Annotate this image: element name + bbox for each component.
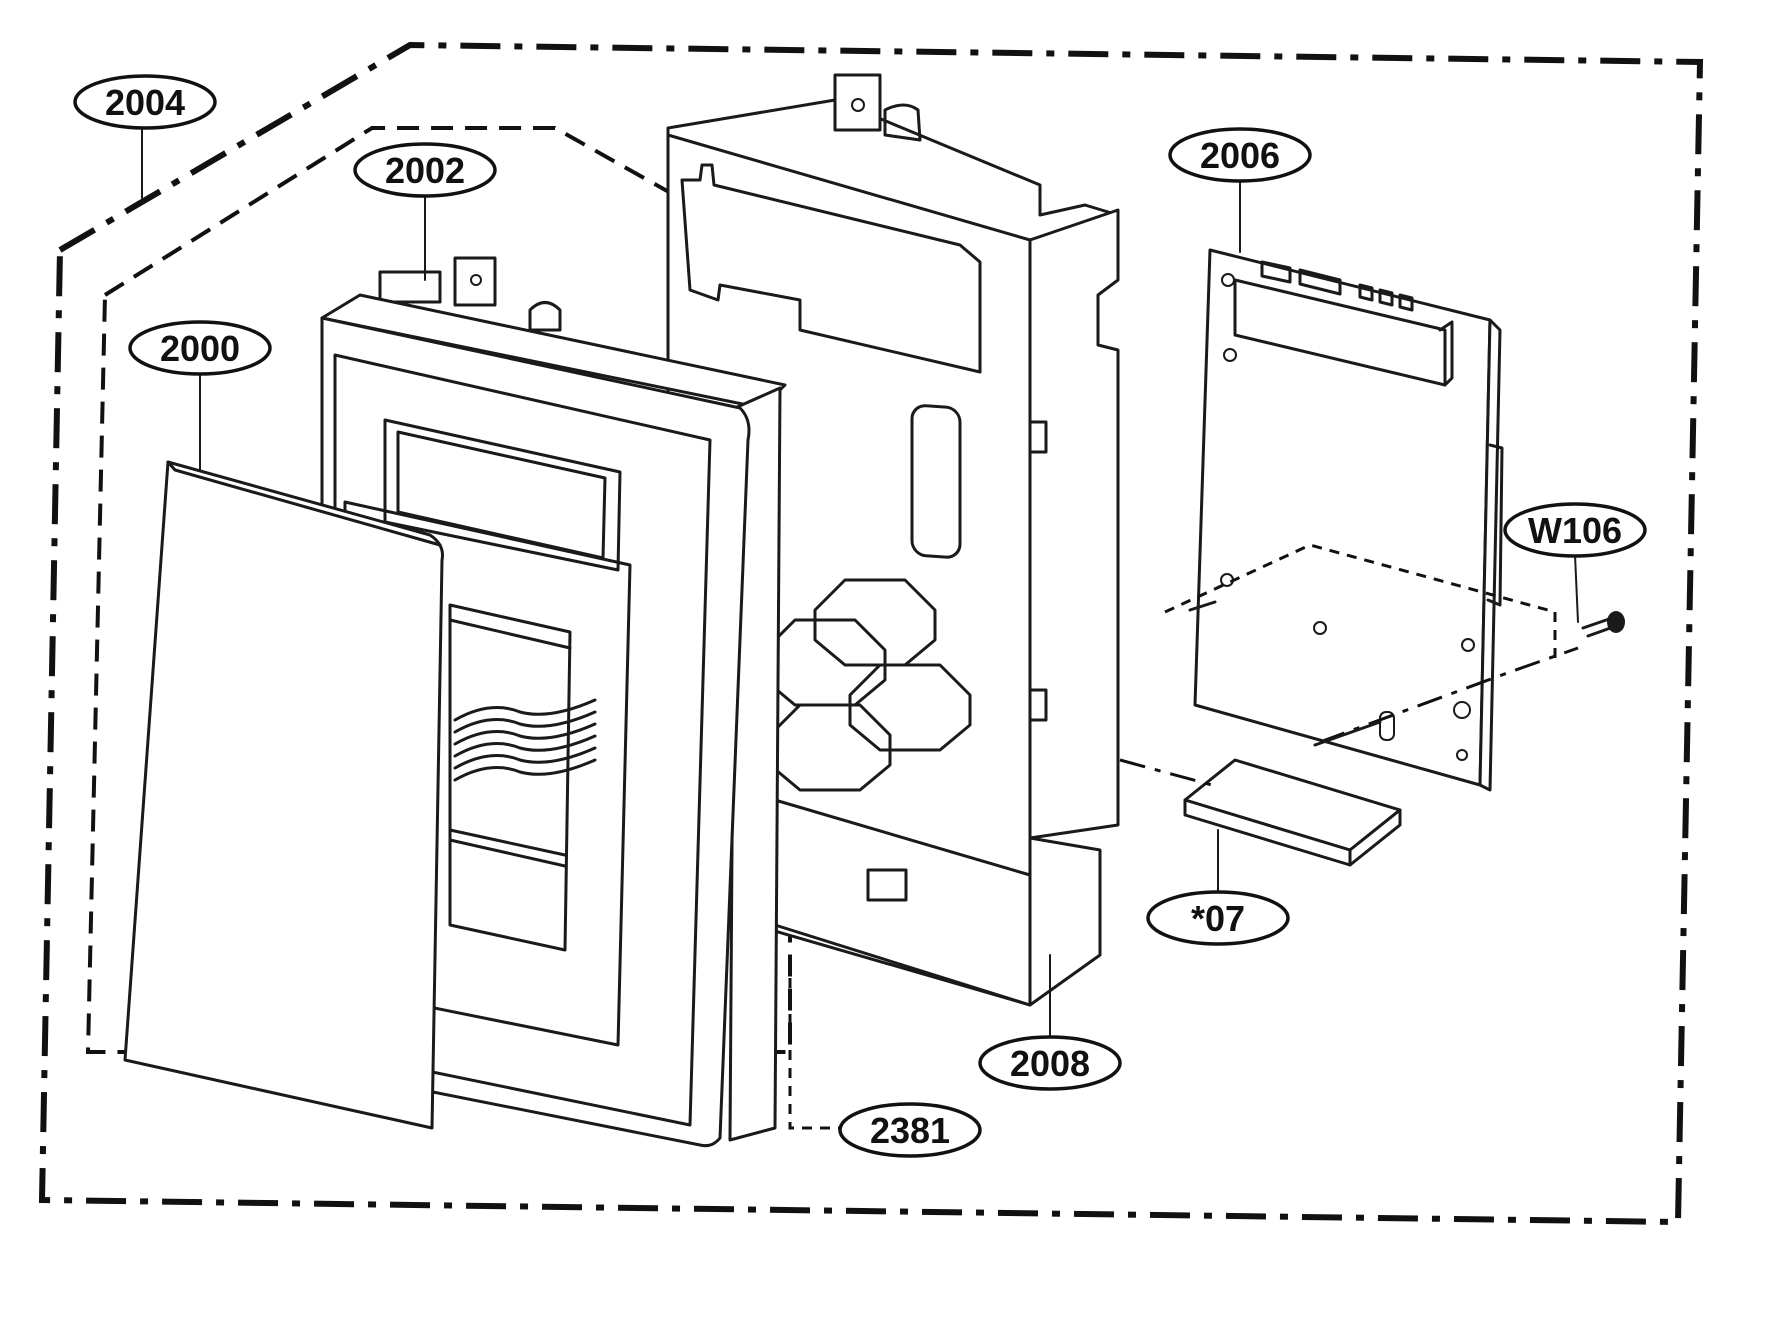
guide-line xyxy=(1319,646,1579,744)
callout-2008: 2008 xyxy=(978,1035,1122,1091)
callout-2004: 2004 xyxy=(73,74,217,130)
guide-line xyxy=(1188,600,1217,612)
callout-2006: 2006 xyxy=(1168,127,1312,183)
callout-2006-label: 2006 xyxy=(1200,135,1280,176)
callout-2000: 2000 xyxy=(128,320,272,376)
part-2000-cover xyxy=(123,460,444,1130)
part-07-pad xyxy=(1183,758,1402,867)
assembly-boundary-outer xyxy=(38,41,1704,1226)
callout-2008-label: 2008 xyxy=(1010,1043,1090,1084)
callout-2002-label: 2002 xyxy=(385,150,465,191)
callout-2000-label: 2000 xyxy=(160,328,240,369)
callout-2004-label: 2004 xyxy=(105,82,185,123)
callout-07-label: *07 xyxy=(1191,898,1245,939)
guide-line xyxy=(1164,543,1556,614)
callout-07: *07 xyxy=(1146,890,1290,946)
callout-2002: 2002 xyxy=(353,142,497,198)
part-2006-pcb xyxy=(1193,248,1504,792)
callout-w106: W106 xyxy=(1503,502,1647,558)
leader-w106 xyxy=(1574,554,1579,623)
guide-line xyxy=(1119,758,1213,787)
screw-w106 xyxy=(1581,611,1625,638)
callout-2381-label: 2381 xyxy=(870,1110,950,1151)
callout-2381: 2381 xyxy=(838,1102,982,1158)
callout-w106-label: W106 xyxy=(1528,510,1622,551)
guide-line xyxy=(1313,720,1382,747)
ribbon-cable xyxy=(453,698,597,782)
guide-line xyxy=(788,960,840,1130)
